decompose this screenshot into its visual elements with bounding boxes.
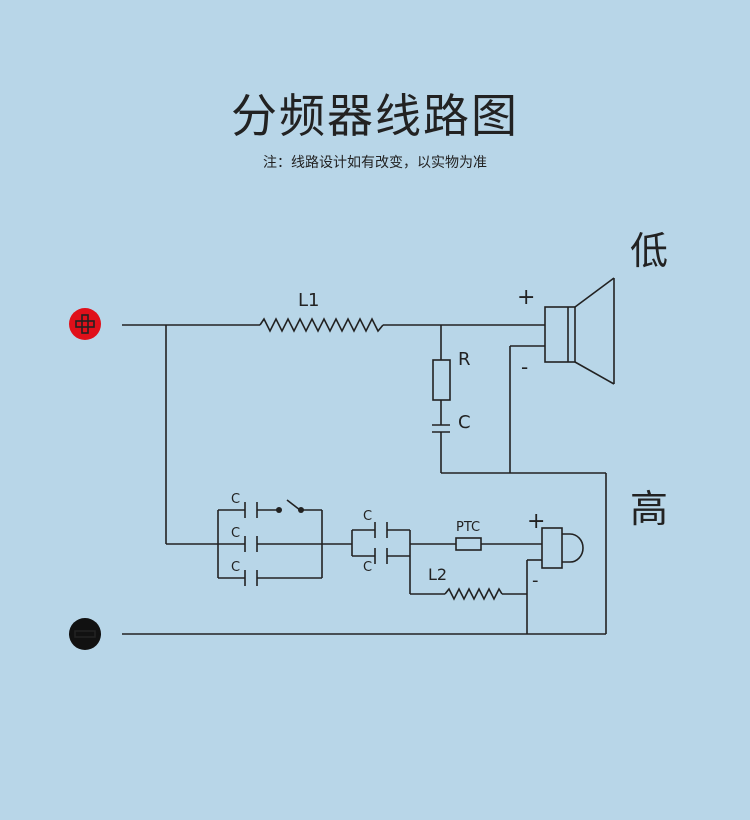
tweeter-speaker-icon — [541, 527, 584, 569]
switch-blade — [286, 499, 301, 511]
page-title: 分频器线路图 — [231, 89, 519, 143]
resistor-R — [432, 359, 451, 401]
label-R: R — [458, 349, 471, 370]
cap-label: C — [231, 560, 240, 575]
woofer-speaker-icon — [544, 277, 615, 385]
label-high: 高 — [630, 487, 668, 531]
label-L1: L1 — [298, 290, 319, 311]
cap-label: C — [363, 509, 372, 524]
cap-label: C — [363, 560, 372, 575]
woofer-plus-label: + — [517, 285, 535, 310]
label-PTC: PTC — [456, 520, 480, 535]
inductor-L2 — [444, 587, 503, 601]
ptc-resistor — [455, 537, 482, 551]
design-note: 注：线路设计如有改变，以实物为准 — [263, 155, 487, 171]
positive-terminal-icon — [69, 308, 101, 340]
cap-label: C — [231, 492, 240, 507]
tweeter-minus-label: - — [532, 570, 539, 591]
inductor-L1 — [259, 317, 384, 333]
negative-terminal-icon — [69, 618, 101, 650]
woofer-minus-label: - — [521, 355, 528, 379]
label-low: 低 — [630, 229, 668, 273]
label-C: C — [458, 412, 471, 433]
tweeter-plus-label: + — [527, 509, 545, 534]
label-L2: L2 — [428, 565, 447, 584]
cap-label: C — [231, 526, 240, 541]
switch-contact — [276, 507, 282, 513]
